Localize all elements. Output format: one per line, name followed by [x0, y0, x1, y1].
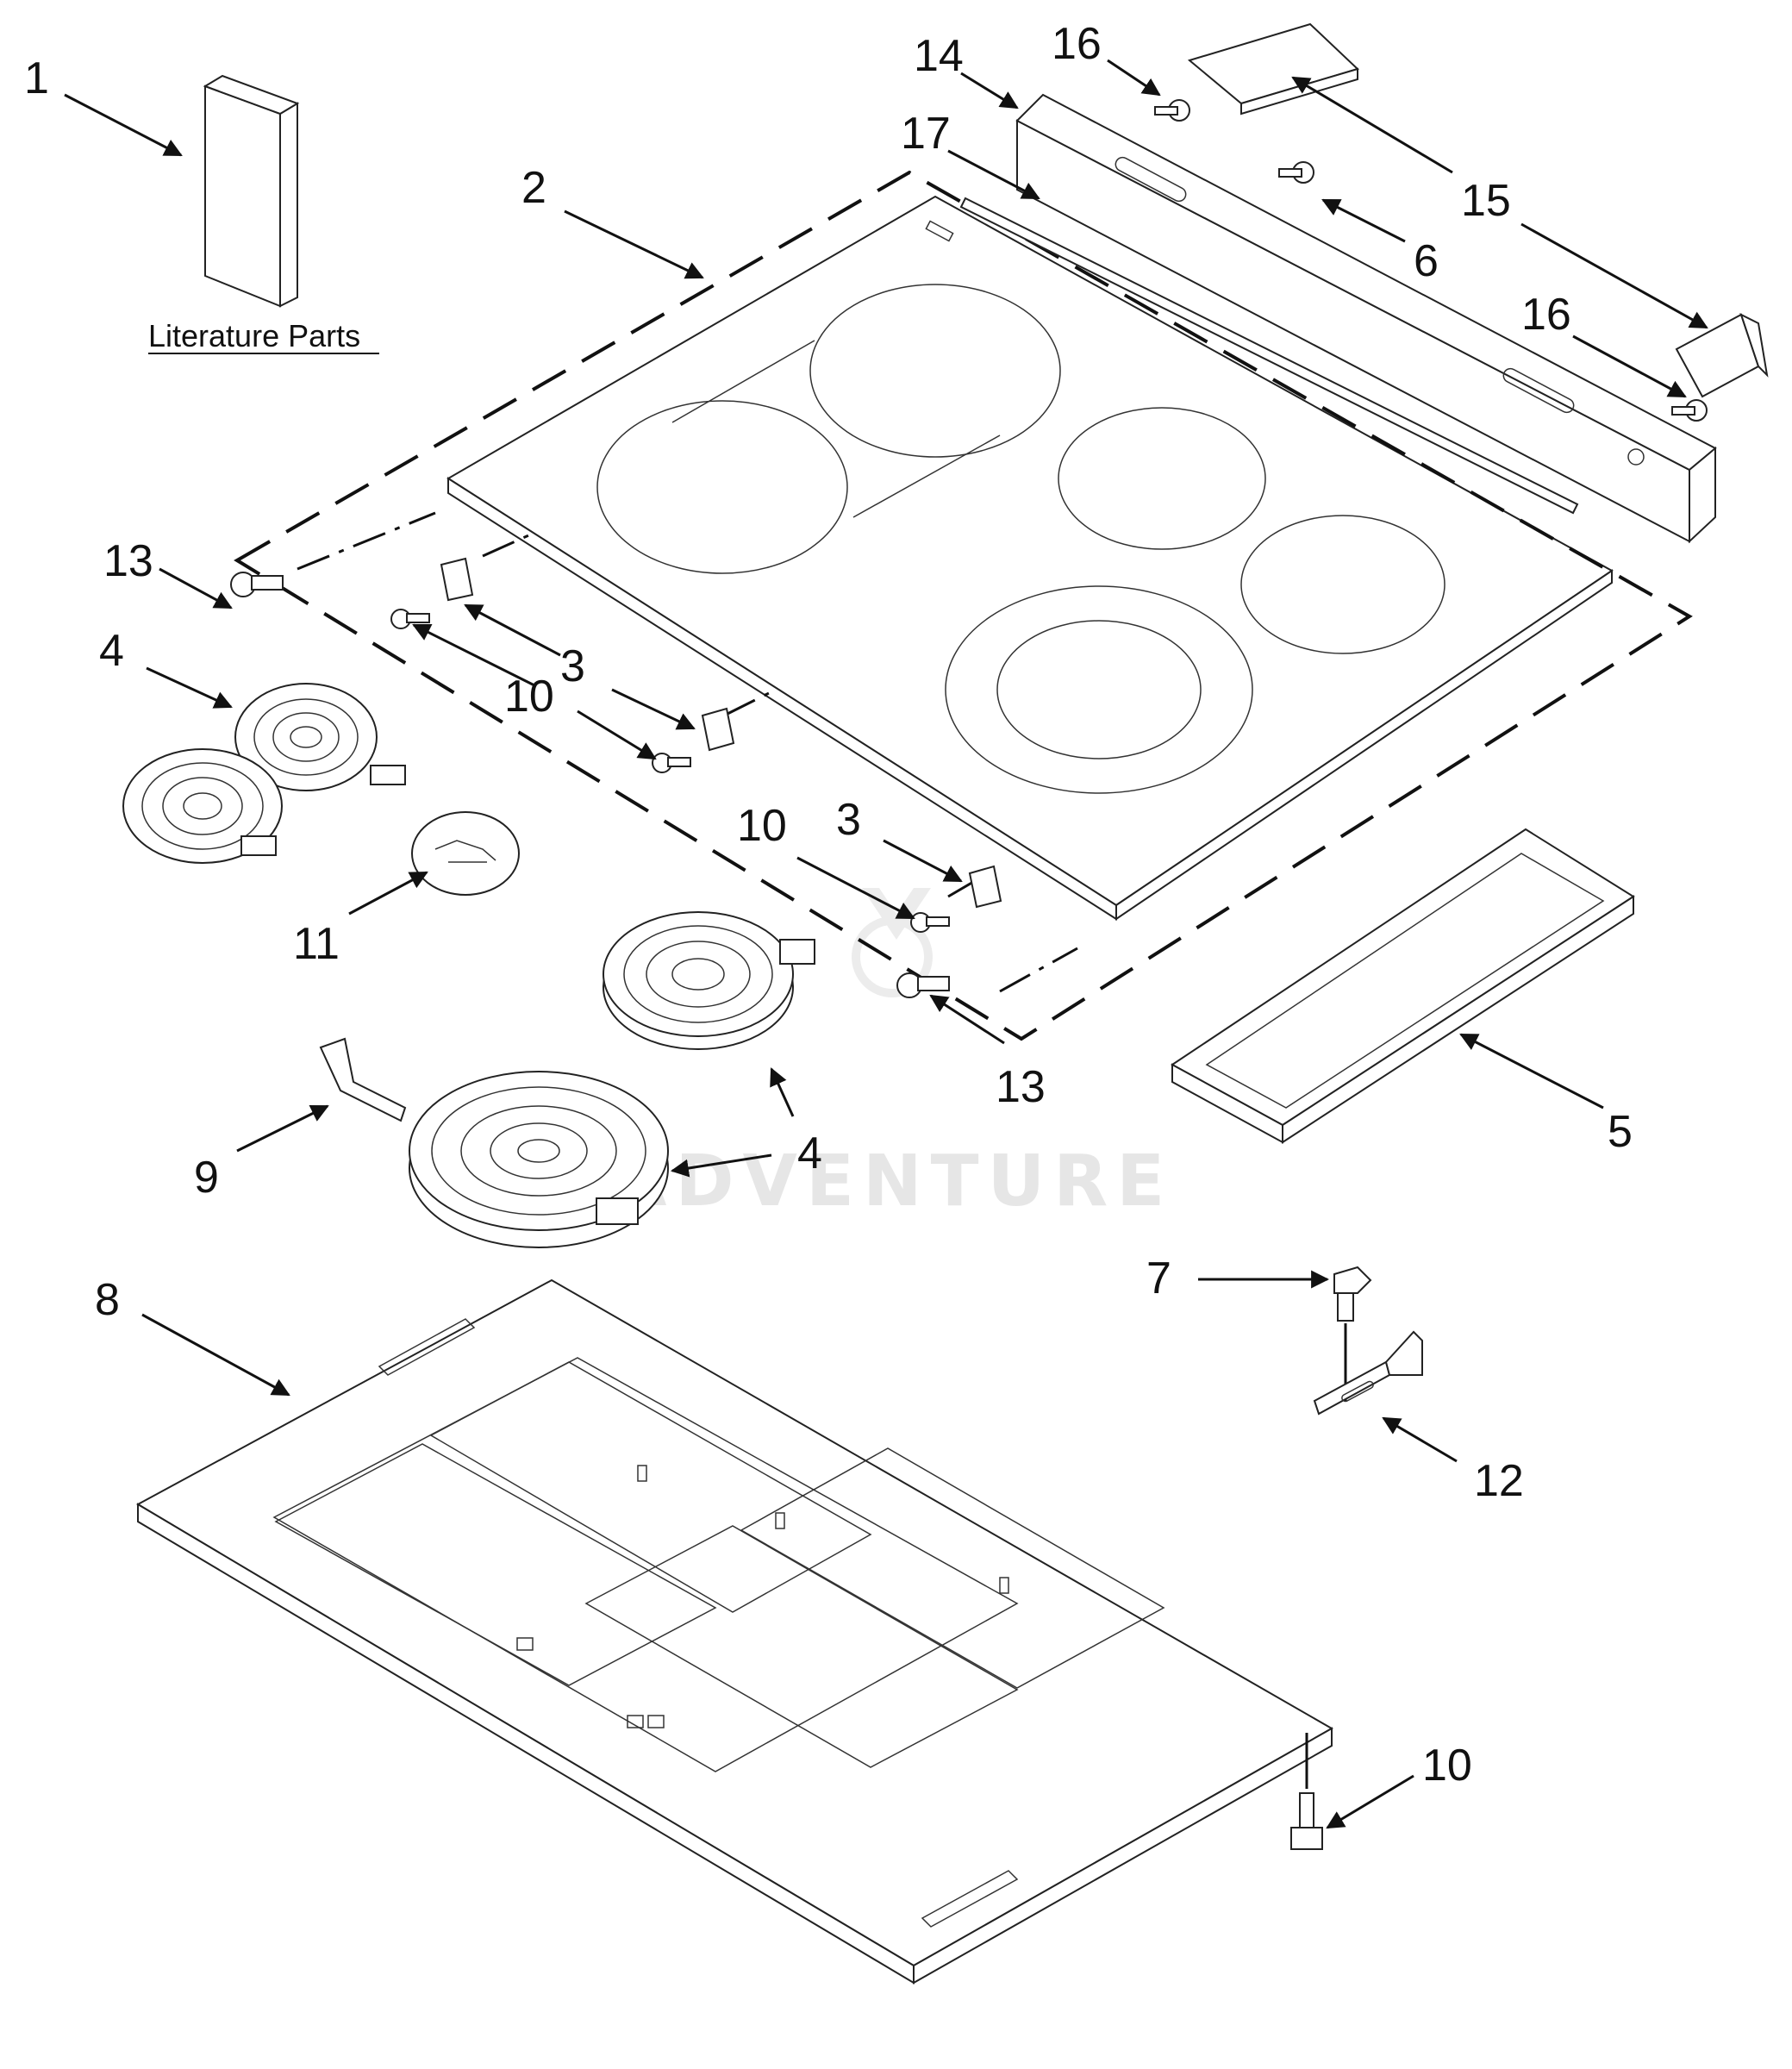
callout-10-lower: 10 — [1422, 1741, 1472, 1791]
leader-arrows — [64, 59, 1708, 1829]
literature-parts-box[interactable] — [203, 74, 300, 308]
clip-center[interactable] — [701, 707, 735, 752]
rear-trim-bracket[interactable] — [1015, 93, 1717, 544]
burner-outline-front-left — [596, 400, 848, 574]
callout-3-right: 3 — [836, 795, 861, 845]
griddle[interactable] — [1171, 828, 1635, 1144]
burner-box[interactable] — [135, 1278, 1334, 1985]
element-cover[interactable] — [411, 811, 520, 896]
callout-6: 6 — [1414, 236, 1439, 286]
screw-6[interactable] — [1278, 161, 1314, 184]
callout-labels: 1 2 14 17 16 15 6 16 13 4 3 10 3 10 11 1… — [24, 19, 1633, 1791]
callout-12: 12 — [1474, 1456, 1524, 1506]
screw-7[interactable] — [1333, 1266, 1372, 1322]
cooktop-glass[interactable] — [446, 195, 1614, 921]
callout-4-bridge: 4 — [99, 626, 124, 676]
burner-outline-center — [1058, 407, 1266, 550]
callout-10-center: 10 — [737, 801, 787, 851]
callout-16-lower: 16 — [1521, 290, 1571, 340]
callout-13-left: 13 — [103, 536, 153, 586]
callout-17: 17 — [901, 109, 951, 159]
screw-10-left[interactable] — [390, 609, 430, 629]
screw-10-lower[interactable] — [1290, 1792, 1323, 1850]
single-element-large[interactable] — [409, 1071, 669, 1248]
screw-10-center[interactable] — [652, 753, 691, 773]
rear-seal-strip[interactable] — [959, 197, 1579, 515]
burner-outline-front-right-inner — [996, 620, 1202, 759]
callout-9: 9 — [194, 1153, 219, 1203]
bracket-lower[interactable] — [1675, 313, 1769, 398]
callout-13-right: 13 — [996, 1062, 1046, 1112]
callout-1: 1 — [24, 53, 49, 103]
callout-7: 7 — [1146, 1253, 1171, 1303]
screw-16-lower[interactable] — [1671, 399, 1708, 422]
callout-15: 15 — [1461, 176, 1511, 226]
burner-outline-front-right-outer — [945, 585, 1253, 794]
callout-4-single: 4 — [797, 1128, 822, 1178]
literature-parts-label: Literature Parts — [148, 318, 360, 353]
screw-13-left[interactable] — [230, 572, 284, 597]
screw-16-upper[interactable] — [1154, 99, 1190, 122]
element-clip[interactable] — [319, 1037, 407, 1122]
burner-outline-rear-right — [1240, 515, 1445, 654]
clip-left[interactable] — [440, 557, 474, 602]
callout-11: 11 — [293, 919, 340, 969]
watermark: ADVENTURE — [612, 888, 1173, 1222]
single-element-small[interactable] — [603, 911, 815, 1050]
mounting-bracket[interactable] — [1313, 1330, 1423, 1416]
burner-outline-rear-left — [809, 284, 1061, 458]
callout-10-left: 10 — [504, 672, 554, 722]
fastener-centerlines — [297, 511, 1078, 993]
screw-10-right[interactable] — [910, 912, 950, 933]
bridge-element[interactable] — [122, 683, 406, 864]
callout-14: 14 — [914, 31, 964, 81]
screw-13-right[interactable] — [896, 972, 950, 998]
callout-3-left: 3 — [560, 641, 585, 691]
callout-8: 8 — [95, 1275, 120, 1325]
cooktop-dashed-outline — [234, 170, 1693, 1041]
callout-16-upper: 16 — [1052, 19, 1102, 69]
warming-zone-lines — [671, 340, 1001, 518]
callout-2: 2 — [521, 163, 546, 213]
watermark-text: ADVENTURE — [612, 1141, 1173, 1222]
clip-right[interactable] — [968, 865, 1002, 909]
callout-5: 5 — [1608, 1107, 1633, 1157]
